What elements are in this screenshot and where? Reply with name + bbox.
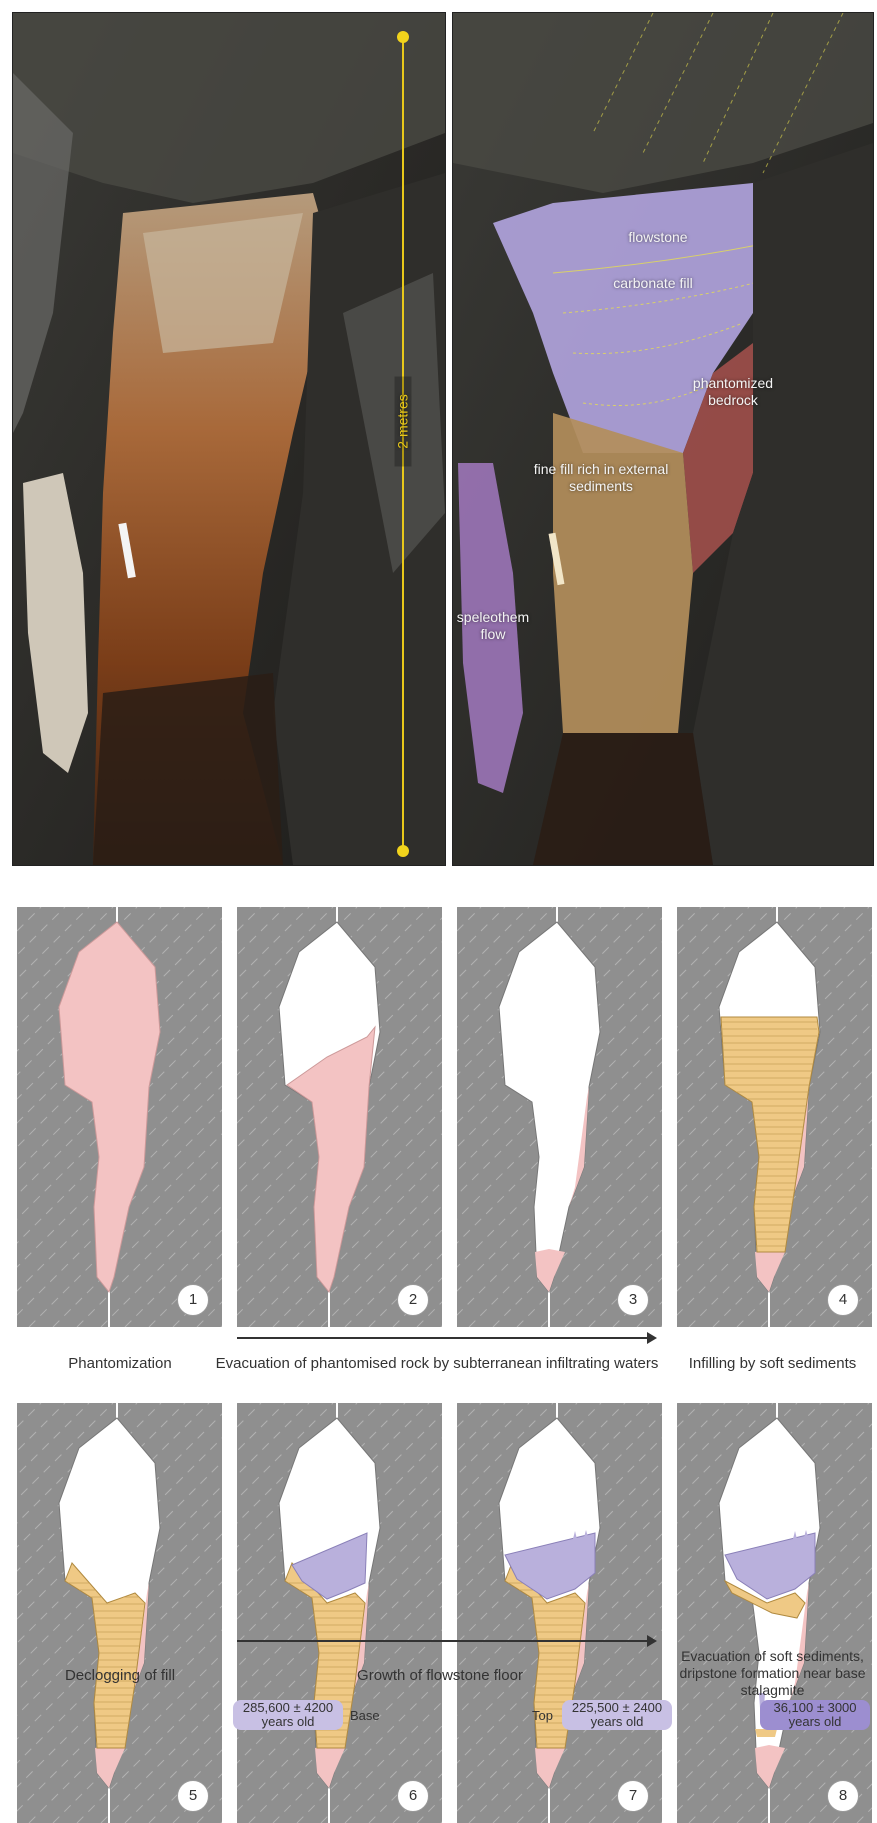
caption-growth: Growth of flowstone floor (290, 1666, 590, 1685)
growth-arrow (237, 1640, 655, 1642)
stage-panel-3: 3 (457, 907, 662, 1327)
top-label: Top (532, 1708, 553, 1723)
base-label: Base (350, 1708, 380, 1723)
panel-number: 8 (827, 1780, 859, 1812)
panel-number: 6 (397, 1780, 429, 1812)
stage-diagram (677, 1403, 872, 1823)
date-base-value: 285,600 ± 4200 (233, 1700, 343, 1715)
stage-panel-4: 4 (677, 907, 872, 1327)
panel-number: 3 (617, 1284, 649, 1316)
date-top-value: 225,500 ± 2400 (562, 1700, 672, 1715)
date-stalagmite-unit: years old (760, 1715, 870, 1729)
cave-photo-left: 2 metres (12, 12, 446, 866)
date-top-unit: years old (562, 1715, 672, 1729)
panel-number: 5 (177, 1780, 209, 1812)
stage-panel-6: 6 (237, 1403, 442, 1823)
cave-photo-right-annotated: flowstone carbonate fill phantomized bed… (452, 12, 874, 866)
panel-number: 7 (617, 1780, 649, 1812)
flowstone-label: flowstone (603, 229, 713, 246)
stage-panel-8: 8 (677, 1403, 872, 1823)
stage-diagram (237, 1403, 442, 1823)
stage-diagram (17, 907, 222, 1327)
stage-panel-1: 1 (17, 907, 222, 1327)
stage-panel-2: 2 (237, 907, 442, 1327)
stage-diagram (237, 907, 442, 1327)
panel-number: 4 (827, 1284, 859, 1316)
scale-label: 2 metres (395, 377, 412, 467)
stage-diagram (457, 907, 662, 1327)
stage-diagram (17, 1403, 222, 1823)
panel-number: 1 (177, 1284, 209, 1316)
evacuation-arrow (237, 1337, 655, 1339)
date-badge-top: 225,500 ± 2400 years old (562, 1700, 672, 1730)
carbonate-fill-label: carbonate fill (608, 275, 698, 292)
caption-evacuation-soft: Evacuation of soft sediments, dripstone … (670, 1648, 875, 1699)
date-badge-stalagmite: 36,100 ± 3000 years old (760, 1700, 870, 1730)
panel-number: 2 (397, 1284, 429, 1316)
fine-fill-label: fine fill rich in external sediments (531, 461, 671, 495)
stage-panel-5: 5 (17, 1403, 222, 1823)
caption-evacuation: Evacuation of phantomised rock by subter… (212, 1354, 662, 1373)
stage-panel-7: 7 (457, 1403, 662, 1823)
caption-infilling: Infilling by soft sediments (670, 1354, 875, 1373)
base-sediment (755, 1729, 777, 1737)
phantomized-bedrock-label: phantomized bedrock (678, 375, 788, 409)
date-badge-base: 285,600 ± 4200 years old (233, 1700, 343, 1730)
caption-declogging: Declogging of fill (25, 1666, 215, 1685)
speleothem-flow-label: speleothem flow (453, 609, 533, 643)
date-stalagmite-value: 36,100 ± 3000 (760, 1700, 870, 1715)
caption-phantomization: Phantomization (25, 1354, 215, 1373)
stage-diagram (457, 1403, 662, 1823)
date-base-unit: years old (233, 1715, 343, 1729)
stage-diagram (677, 907, 872, 1327)
